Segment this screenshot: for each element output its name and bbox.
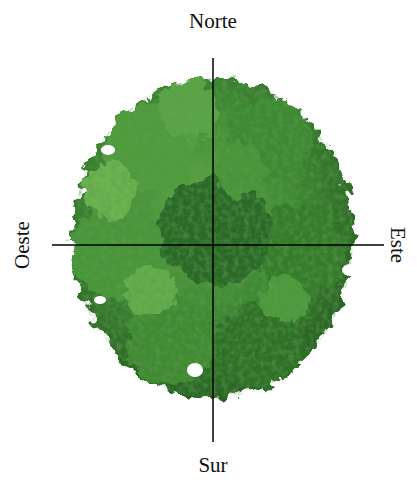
east-west-axis (52, 244, 384, 246)
compass-label: Norte (189, 11, 237, 32)
crown-gaps (94, 115, 358, 377)
leaf-texture (60, 60, 370, 420)
compass-label: Sur (198, 455, 227, 476)
north-south-axis (212, 58, 214, 442)
compass-label: Este (387, 227, 408, 263)
compass-label: Oeste (12, 221, 33, 269)
